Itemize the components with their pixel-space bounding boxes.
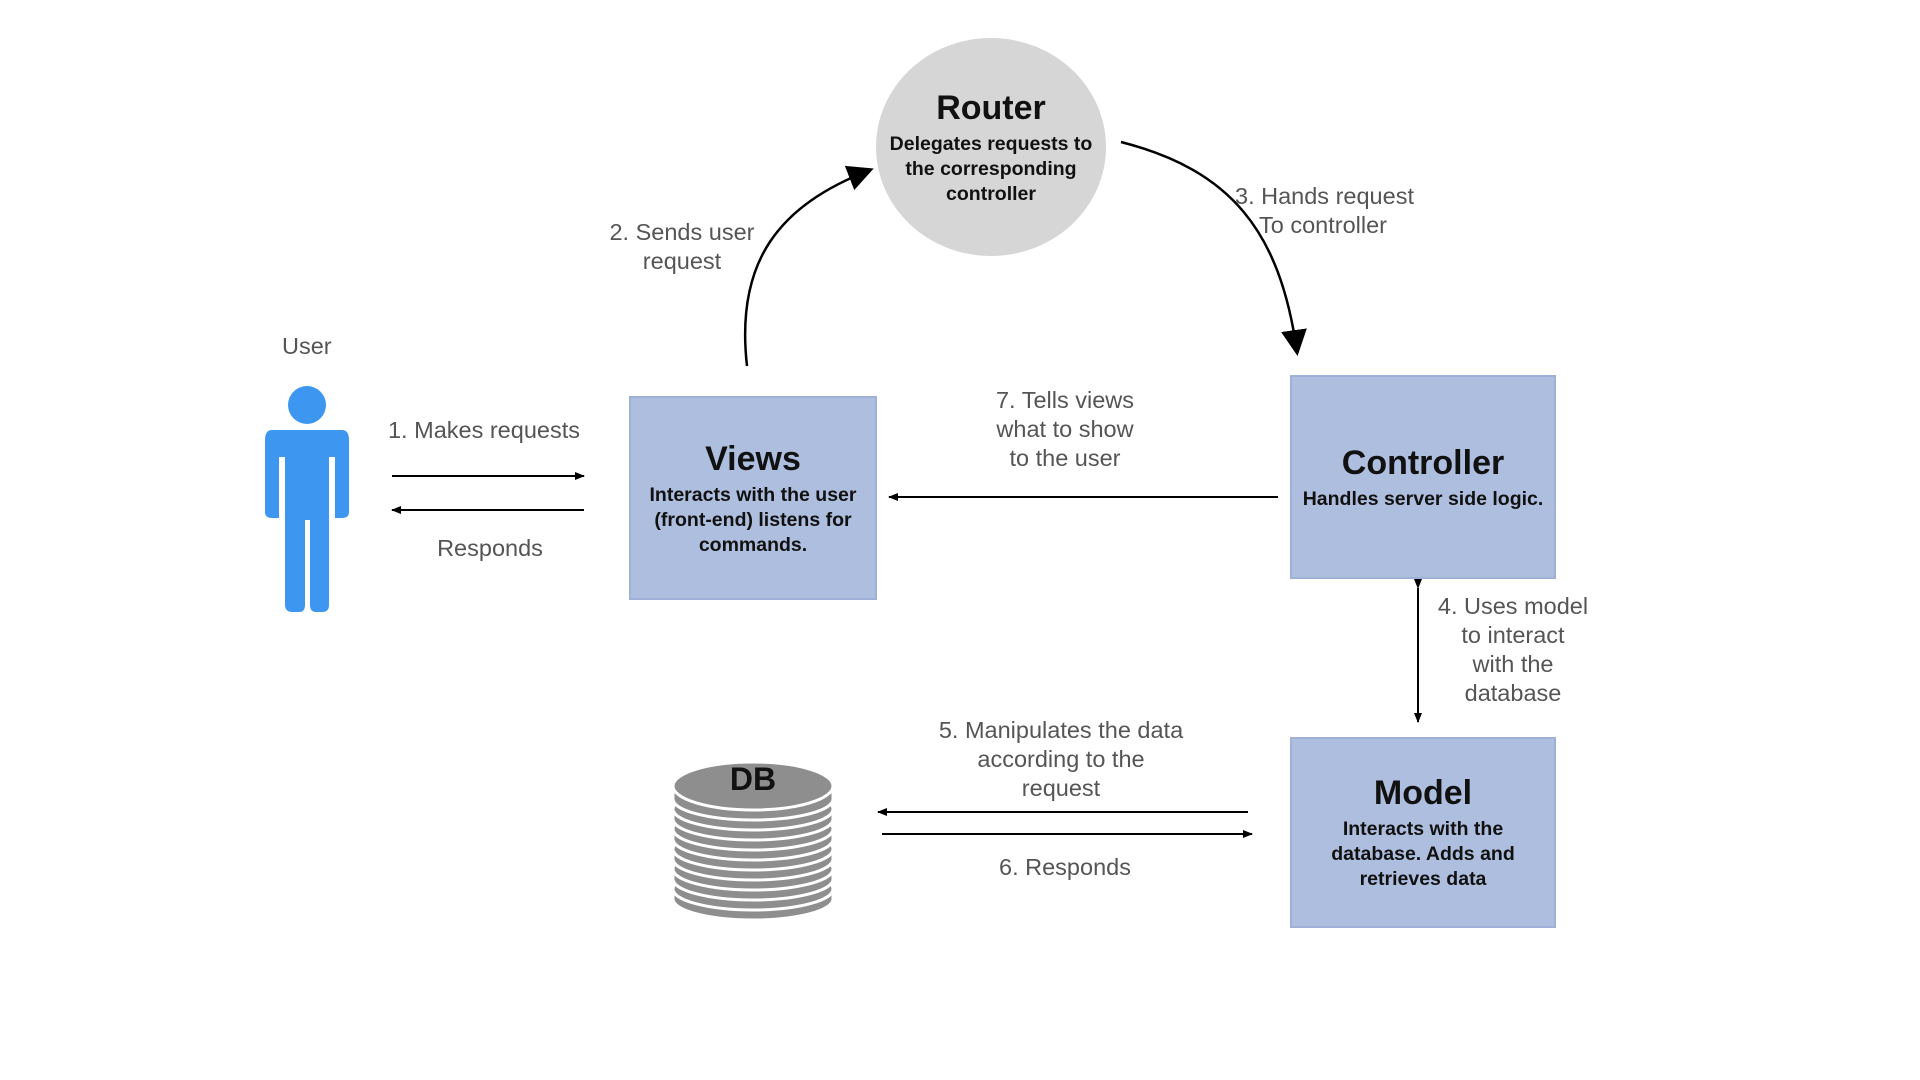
label-line: 3. Hands request	[1235, 183, 1414, 209]
label-hands-request: 3. Hands request To controller	[1235, 182, 1435, 240]
label-line: 2. Sends user	[609, 219, 755, 245]
label-line: request	[642, 248, 722, 274]
router-desc-line: the corresponding	[905, 157, 1077, 180]
controller-desc-line: Handles server side logic.	[1302, 487, 1544, 510]
label-line: according to the	[977, 746, 1145, 772]
label-line: with the	[1472, 651, 1554, 677]
label-line: To controller	[1259, 212, 1387, 238]
label-line: to the user	[1009, 445, 1121, 471]
label-line: Responds	[437, 535, 543, 561]
label-line: 1. Makes requests	[387, 417, 580, 443]
label-line: 5. Manipulates the data	[938, 717, 1184, 743]
views-title: Views	[705, 439, 801, 478]
label-uses-model: 4. Uses model to interact with the datab…	[1413, 592, 1613, 708]
label-line: request	[1021, 775, 1101, 801]
views-description: Interacts with the user (front-end) list…	[650, 483, 857, 558]
label-makes-requests: 1. Makes requests	[374, 416, 594, 445]
person-icon	[265, 386, 349, 612]
model-title: Model	[1373, 774, 1473, 812]
controller-title: Controller	[1341, 443, 1505, 482]
views-desc-line: Interacts with the user	[649, 483, 857, 506]
router-desc-line: Delegates requests to	[889, 132, 1093, 155]
label-line: 7. Tells views	[995, 387, 1134, 413]
arrow-sends-request	[743, 165, 874, 367]
model-desc-line: retrieves data	[1359, 868, 1487, 890]
controller-node: Controller Handles server side logic.	[1290, 375, 1556, 579]
label-responds-user: Responds	[380, 534, 600, 563]
router-description: Delegates requests to the corresponding …	[890, 132, 1093, 207]
label-sends-request: 2. Sends user request	[582, 218, 782, 276]
label-line: 4. Uses model	[1437, 593, 1589, 619]
arrow-hands-request	[1120, 140, 1307, 356]
router-desc-line: controller	[946, 182, 1036, 205]
controller-description: Handles server side logic.	[1303, 487, 1544, 512]
user-label: User	[282, 333, 332, 359]
label-line: to interact	[1461, 622, 1565, 648]
views-node: Views Interacts with the user (front-end…	[629, 396, 877, 600]
label-line: what to show	[996, 416, 1134, 442]
model-node: Model Interacts with the database. Adds …	[1290, 737, 1556, 928]
label-manipulates: 5. Manipulates the data according to the…	[916, 716, 1206, 803]
router-title: Router	[936, 88, 1046, 127]
views-desc-line: (front-end) listens for	[654, 508, 852, 531]
db-label: DB	[729, 761, 777, 797]
model-desc-line: Interacts with the	[1342, 818, 1504, 840]
label-line: 6. Responds	[999, 854, 1131, 880]
model-desc-line: database. Adds and	[1331, 843, 1515, 865]
label-tells-views: 7. Tells views what to show to the user	[955, 386, 1175, 473]
database-icon	[671, 760, 835, 922]
model-description: Interacts with the database. Adds and re…	[1331, 817, 1515, 892]
label-line: database	[1464, 680, 1562, 706]
views-desc-line: commands.	[698, 533, 808, 556]
label-responds-db: 6. Responds	[955, 853, 1175, 882]
router-node: Router Delegates requests to the corresp…	[876, 38, 1106, 256]
